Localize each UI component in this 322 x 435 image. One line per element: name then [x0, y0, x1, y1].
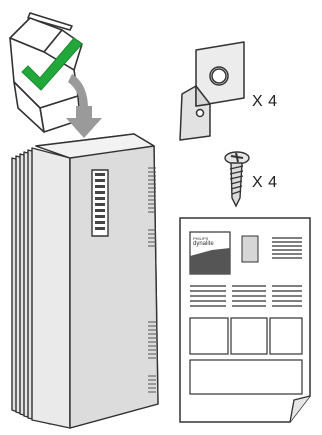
- sheet-brand-name: dynalite: [193, 241, 214, 247]
- vent-grilles: [148, 167, 156, 393]
- down-arrow-icon: [66, 74, 102, 138]
- bracket-quantity-label: X 4: [252, 93, 278, 110]
- screw-icon: [224, 151, 250, 208]
- mounting-bracket-icon: [179, 41, 245, 141]
- checkmark-icon: [21, 37, 83, 91]
- terminal-slots: [95, 173, 105, 230]
- instruction-sheet-icon: [179, 217, 311, 423]
- sheet-brand-small: PHILIPS: [193, 236, 209, 241]
- screw-quantity-label: X 4: [252, 174, 278, 191]
- controller-unit-icon: [11, 133, 159, 429]
